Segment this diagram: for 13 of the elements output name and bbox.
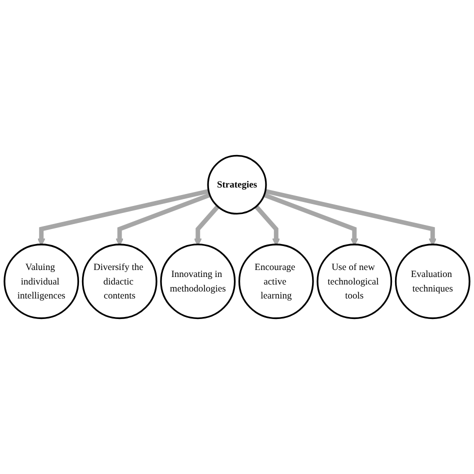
node-circle: Diversify the didactic contents — [82, 244, 158, 320]
arrow — [254, 204, 280, 246]
arrow — [264, 188, 437, 246]
arrow — [263, 192, 358, 246]
node-circle: Use of new technological tools — [316, 244, 392, 320]
node-circle: Encourage active learning — [238, 244, 314, 320]
arrow — [116, 192, 211, 246]
node-circle: Evaluation techniques — [394, 244, 470, 320]
arrow — [194, 204, 220, 246]
node-circle: Strategies — [207, 154, 267, 215]
node-circle: Valuing individual intelligences — [4, 244, 80, 320]
arrow — [37, 188, 210, 246]
node-circle: Innovating in methodologies — [160, 244, 236, 320]
